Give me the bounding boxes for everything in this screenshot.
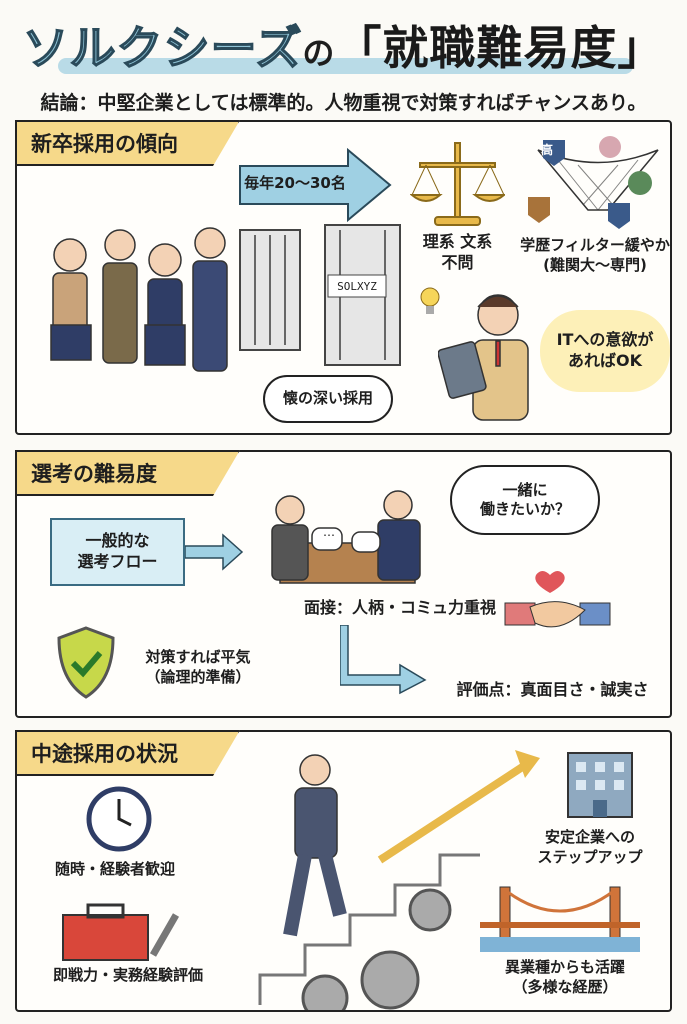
lightbulb-icon — [420, 287, 440, 314]
clock-icon — [86, 786, 152, 852]
scale-label: 理系 文系不問 — [422, 232, 493, 272]
bubble-wide-hiring: 懐の深い採用 — [263, 375, 393, 423]
scale-icon — [410, 142, 505, 226]
student-with-tablet-illustration — [438, 294, 529, 421]
preparation-label: 対策すれば平気（論理的準備） — [145, 648, 251, 686]
section-heading: 選考の難易度 — [15, 450, 240, 496]
interview-illustration — [271, 490, 421, 584]
speech-dots: … — [323, 525, 335, 539]
evaluation-label: 評価点：真面目さ・誠実さ — [456, 680, 649, 699]
section-heading: 中途採用の状況 — [15, 730, 240, 776]
diverse-label: 異業種からも活躍（多様な経歴） — [504, 958, 625, 996]
interview-label: 面接：人柄・コミュ力重視 — [303, 598, 496, 617]
arrow-icon — [239, 148, 392, 223]
section-mid-career — [15, 730, 672, 1012]
filter-label: 学歴フィルター緩やか(難関大〜専門) — [520, 236, 670, 274]
skills-label: 即戦力・実務経験評価 — [52, 966, 203, 984]
gate-sign: SOLXYZ — [337, 280, 377, 293]
section-heading: 新卒採用の傾向 — [15, 120, 240, 166]
arrow-down-right-icon — [340, 625, 427, 695]
bridge-icon — [480, 886, 640, 952]
bubble-it-motivation: ITへの意欲があればOK — [540, 310, 670, 392]
page-title: ソルクシーズの「就職難易度」 — [22, 20, 665, 76]
handshake-icon — [504, 571, 611, 628]
thought-bubble: 一緒に働きたいか？ — [450, 465, 600, 535]
anytime-label: 随時・経験者歓迎 — [54, 860, 175, 878]
arrow-icon — [185, 533, 244, 571]
stairs-climber-illustration — [258, 750, 540, 1010]
stepup-label: 安定企業へのステップアップ — [537, 828, 643, 866]
title-highlight — [58, 58, 633, 74]
badge-high-school: 高 — [540, 143, 553, 157]
toolbox-icon — [62, 903, 180, 961]
conclusion: 結論：中堅企業としては標準的。人物重視で対策すればチャンスあり。 — [40, 92, 647, 114]
shield-check-icon — [57, 626, 115, 699]
students-illustration — [50, 227, 228, 372]
building-icon — [567, 752, 633, 818]
education-filter-net-icon — [528, 136, 659, 229]
standard-flow-box: 一般的な選考フロー — [50, 518, 185, 586]
gate-illustration — [239, 224, 401, 366]
